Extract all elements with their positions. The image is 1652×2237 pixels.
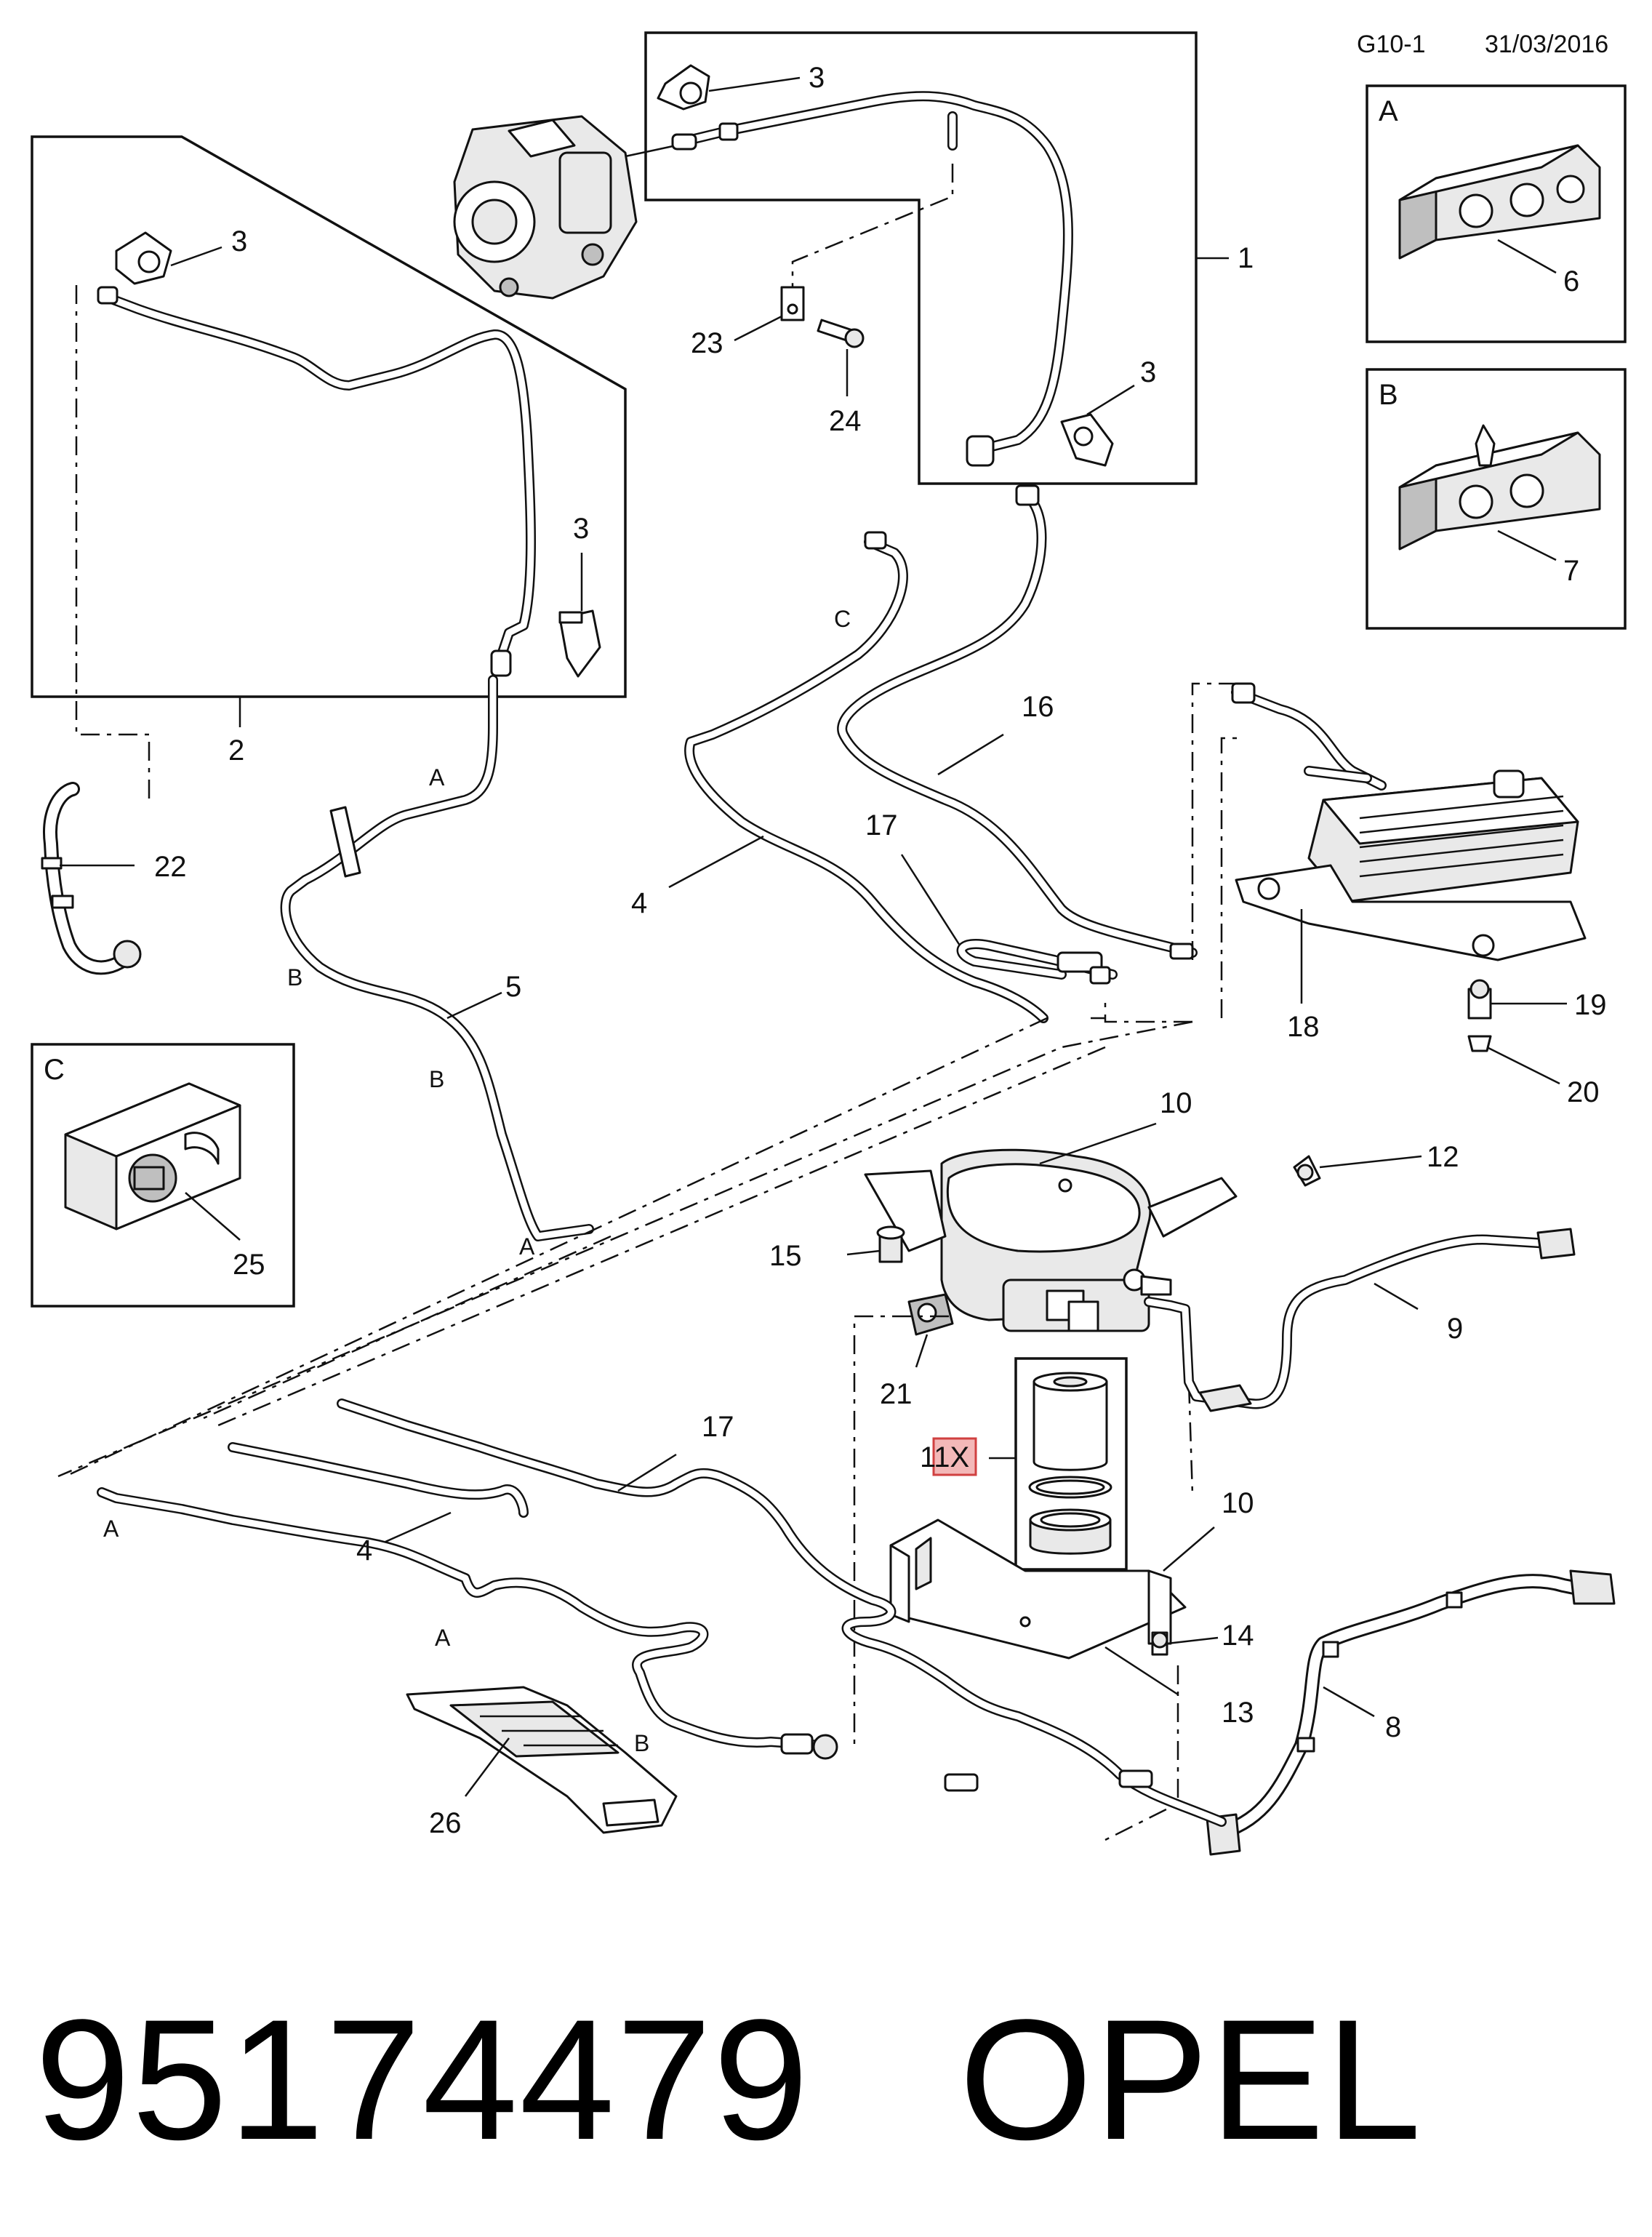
pipe-16 — [837, 484, 1198, 960]
callout-24: 24 — [829, 405, 862, 437]
callout-15: 15 — [769, 1240, 802, 1272]
callout-4-lower: 4 — [356, 1534, 372, 1566]
hose-9 — [1144, 1228, 1576, 1412]
hose-22 — [41, 782, 142, 975]
bracket-13 — [889, 1518, 1187, 1660]
filter-element — [1028, 1372, 1112, 1555]
marker-b-2: B — [429, 1066, 444, 1092]
callout-3-mid: 3 — [573, 513, 589, 545]
marker-c: C — [834, 606, 851, 632]
clip-b — [1398, 424, 1601, 551]
clip-3-left — [115, 231, 172, 285]
marker-a-3: A — [103, 1516, 119, 1542]
detail-c-letter: C — [44, 1054, 65, 1086]
callout-13: 13 — [1222, 1697, 1254, 1729]
marker-b-1: B — [287, 964, 302, 991]
callout-17-upper: 17 — [865, 809, 898, 841]
callout-17-lower: 17 — [702, 1411, 734, 1443]
callout-1: 1 — [1238, 242, 1254, 274]
bolt-19 — [1467, 979, 1492, 1020]
callout-9: 9 — [1447, 1313, 1463, 1345]
pipe-assembly-2 — [97, 286, 536, 677]
footer: 95174479 OPEL — [35, 1964, 1620, 2196]
pipe-4-lower — [97, 1442, 838, 1760]
detail-box-c — [31, 1043, 295, 1308]
callout-22: 22 — [154, 851, 187, 883]
callout-5: 5 — [505, 971, 521, 1003]
brand-name: OPEL — [959, 1984, 1423, 2176]
pipe-assembly-1 — [671, 91, 1073, 467]
group-box-2 — [31, 135, 627, 698]
bolt-14 — [1151, 1631, 1168, 1656]
heat-shield-26 — [406, 1686, 678, 1834]
callout-21: 21 — [880, 1378, 913, 1410]
detail-b-letter: B — [1379, 379, 1398, 411]
detail-box-b — [1366, 368, 1627, 630]
clip-3-top — [657, 64, 710, 111]
fuel-filter-housing-10 — [864, 1148, 1238, 1332]
clip-c — [64, 1082, 241, 1230]
highlight-marker — [932, 1437, 977, 1476]
callout-12: 12 — [1427, 1141, 1459, 1173]
callout-14: 14 — [1222, 1620, 1254, 1652]
callout-10-lower: 10 — [1222, 1487, 1254, 1519]
nut-20 — [1467, 1035, 1492, 1052]
marker-a-4: A — [435, 1625, 451, 1651]
callout-23: 23 — [691, 327, 723, 359]
fuel-cooler-18 — [1235, 769, 1587, 961]
callout-26: 26 — [429, 1807, 462, 1839]
marker-a-2: A — [519, 1233, 535, 1260]
callout-11x: 11X — [920, 1441, 969, 1473]
filter-kit-box — [1014, 1357, 1128, 1571]
grommet-15 — [876, 1225, 905, 1263]
callout-19: 19 — [1574, 989, 1607, 1021]
marker-b-3: B — [634, 1730, 649, 1756]
pipe-17-lower — [337, 1398, 1227, 1827]
callout-20: 20 — [1567, 1076, 1600, 1108]
callout-6: 6 — [1563, 265, 1579, 297]
clip-a — [1398, 144, 1601, 260]
clip-3-right — [1060, 413, 1114, 467]
sensor-12 — [1293, 1155, 1321, 1187]
callout-2: 2 — [228, 735, 244, 767]
clip-3-mid — [558, 609, 601, 678]
detail-a-letter: A — [1379, 95, 1398, 127]
marker-a-1: A — [429, 764, 445, 791]
callout-7: 7 — [1563, 555, 1579, 587]
callout-8: 8 — [1385, 1711, 1401, 1743]
callout-3-right: 3 — [1140, 356, 1156, 388]
pipe-17-upper — [956, 939, 1118, 985]
part-number: 95174479 — [35, 1984, 811, 2176]
pipe-4-upper — [684, 531, 1048, 1023]
hose-8 — [1206, 1569, 1616, 1856]
callout-16: 16 — [1022, 691, 1054, 723]
callout-3-top: 3 — [809, 62, 825, 94]
detail-box-a — [1366, 84, 1627, 343]
callout-10-upper: 10 — [1160, 1087, 1192, 1119]
pipe-5 — [280, 675, 594, 1241]
bolt-24 — [817, 319, 865, 348]
callout-3-left: 3 — [231, 225, 247, 257]
callout-25: 25 — [233, 1249, 265, 1281]
bracket-23 — [780, 286, 805, 321]
sensor-21 — [907, 1293, 954, 1336]
callout-4-upper: 4 — [631, 887, 647, 919]
high-pressure-pump — [453, 115, 677, 300]
callout-18: 18 — [1287, 1011, 1320, 1043]
group-box-1 — [644, 31, 1198, 485]
sheet-code: G10-1 — [1357, 31, 1426, 58]
revision-date: 31/03/2016 — [1485, 31, 1608, 58]
